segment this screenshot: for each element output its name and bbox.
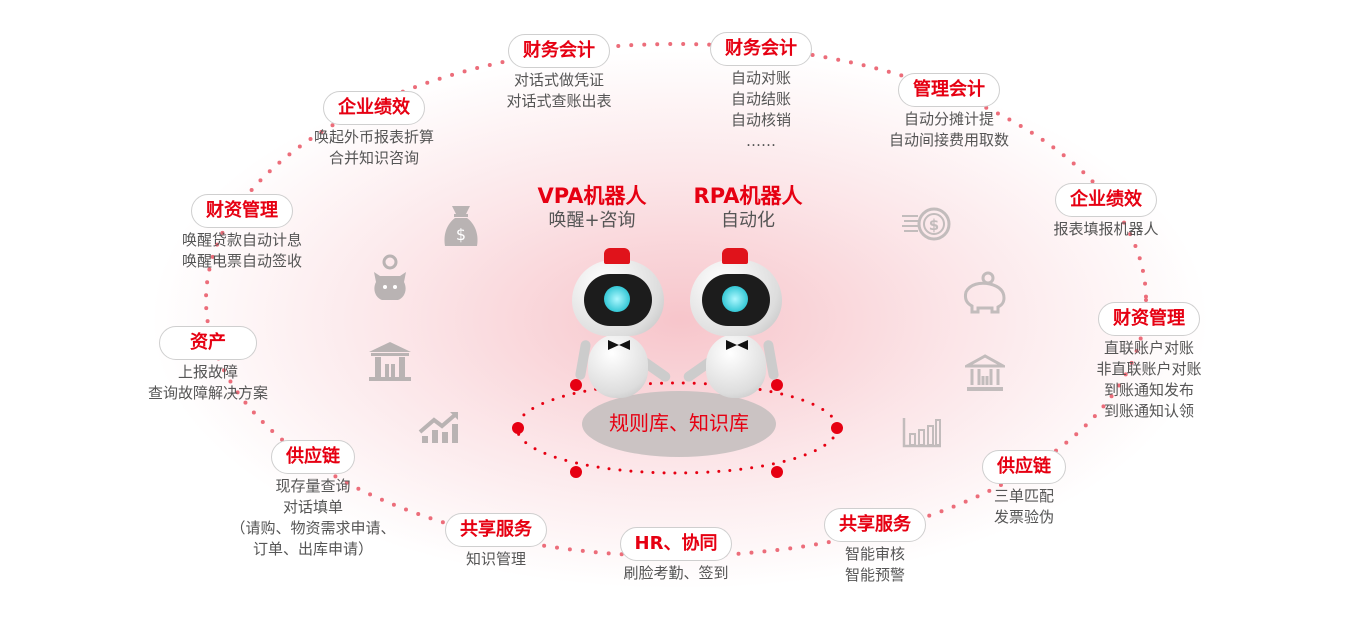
fast-money-icon: $ bbox=[902, 207, 951, 241]
node-desc-line: 对话填单 bbox=[282, 498, 343, 516]
rpa-title: RPA机器人 bbox=[693, 184, 803, 208]
category-pill[interactable]: 供应链 bbox=[982, 450, 1066, 484]
node-desc-line: 三单匹配 bbox=[993, 487, 1054, 505]
piggy-bank-outline-icon bbox=[964, 271, 1006, 314]
node-desc-line: 自动对账 bbox=[730, 69, 791, 87]
rpa-robot-image bbox=[681, 248, 786, 398]
vpa-robot-image bbox=[568, 248, 673, 398]
node-desc-line: 对话式做凭证 bbox=[513, 71, 604, 89]
piggy-bank-icon bbox=[374, 254, 406, 300]
node-desc-line: 合并知识咨询 bbox=[328, 149, 419, 167]
svg-text:$: $ bbox=[456, 225, 466, 244]
node-desc-line: 非直联账户对账 bbox=[1096, 360, 1202, 378]
category-pill[interactable]: 财资管理 bbox=[191, 194, 293, 228]
category-pill[interactable]: 资产 bbox=[159, 326, 257, 360]
category-pill[interactable]: 供应链 bbox=[271, 440, 355, 474]
rpa-robot-title: RPA机器人 自动化 bbox=[694, 183, 803, 233]
node-desc-line: 到账通知认领 bbox=[1103, 402, 1194, 420]
node-desc-line: 查询故障解决方案 bbox=[147, 384, 268, 402]
node-treasury-vpa: 财资管理 唤醒贷款自动计息唤醒电票自动签收 bbox=[112, 194, 372, 272]
node-treasury-rpa: 财资管理 直联账户对账非直联账户对账到账通知发布到账通知认领 bbox=[1019, 302, 1279, 422]
node-supply-chain-vpa: 供应链 现存量查询对话填单 （请购、物资需求申请、订单、出库申请） bbox=[183, 440, 443, 560]
svg-text:$: $ bbox=[929, 216, 939, 234]
category-pill[interactable]: 共享服务 bbox=[824, 508, 926, 542]
money-bag-icon: $ bbox=[444, 206, 478, 246]
node-shared-services-rpa: 共享服务 智能审核智能预警 bbox=[745, 508, 1005, 586]
node-desc-line: 到账通知发布 bbox=[1103, 381, 1194, 399]
vpa-title: VPA机器人 bbox=[537, 184, 647, 208]
category-pill[interactable]: 共享服务 bbox=[445, 513, 547, 547]
node-desc-line: 现存量查询 bbox=[275, 477, 351, 495]
vpa-robot-title: VPA机器人 唤醒+咨询 bbox=[538, 183, 647, 233]
node-shared-services-vpa: 共享服务 知识管理 bbox=[366, 513, 626, 570]
node-desc-line: 发票验伪 bbox=[993, 508, 1054, 526]
node-desc-line: 自动核销 bbox=[730, 111, 791, 129]
bank-outline-icon bbox=[965, 354, 1005, 391]
category-pill[interactable]: HR、协同 bbox=[619, 527, 733, 561]
node-finance-accounting-rpa: 财务会计 自动对账自动结账自动核销 …… bbox=[631, 32, 891, 152]
node-enterprise-performance-vpa: 企业绩效 唤起外币报表折算合并知识咨询 bbox=[244, 91, 504, 169]
node-finance-accounting-vpa: 财务会计 对话式做凭证对话式查账出表 bbox=[429, 34, 689, 112]
node-desc-line: 知识管理 bbox=[465, 550, 526, 568]
node-desc-line: （请购、物资需求申请、 bbox=[230, 519, 396, 537]
bar-chart-icon bbox=[902, 418, 941, 448]
category-pill[interactable]: 企业绩效 bbox=[1055, 183, 1157, 217]
bank-icon bbox=[369, 342, 411, 381]
node-desc-line: 智能审核 bbox=[844, 545, 905, 563]
background-glow bbox=[130, 40, 1230, 600]
knowledge-base-label: 规则库、知识库 bbox=[609, 411, 749, 435]
growth-chart-icon bbox=[418, 412, 458, 443]
node-desc-line: 唤起外币报表折算 bbox=[313, 128, 434, 146]
node-desc-line: 自动分摊计提 bbox=[903, 110, 994, 128]
node-desc-line: 直联账户对账 bbox=[1103, 339, 1194, 357]
category-pill[interactable]: 财务会计 bbox=[710, 32, 812, 66]
node-hr-collaboration: HR、协同 刷脸考勤、签到 bbox=[546, 527, 806, 584]
node-enterprise-performance-rpa: 企业绩效 报表填报机器人 bbox=[976, 183, 1236, 240]
category-pill[interactable]: 管理会计 bbox=[898, 73, 1000, 107]
rpa-subtitle: 自动化 bbox=[720, 210, 775, 231]
node-management-accounting: 管理会计 自动分摊计提自动间接费用取数 bbox=[819, 73, 1079, 151]
outer-dotted-ring bbox=[204, 42, 1148, 558]
node-supply-chain-rpa: 供应链 三单匹配发票验伪 bbox=[894, 450, 1154, 528]
node-desc-line: 对话式查账出表 bbox=[506, 92, 612, 110]
node-desc-line: …… bbox=[746, 132, 776, 150]
node-assets: 资产 上报故障查询故障解决方案 bbox=[78, 326, 338, 404]
vpa-subtitle: 唤醒+咨询 bbox=[548, 210, 636, 231]
node-desc-line: 订单、出库申请） bbox=[252, 540, 373, 558]
node-desc-line: 唤醒贷款自动计息 bbox=[181, 231, 302, 249]
node-desc-line: 刷脸考勤、签到 bbox=[623, 564, 729, 582]
node-desc-line: 智能预警 bbox=[844, 566, 905, 584]
category-pill[interactable]: 财务会计 bbox=[508, 34, 610, 68]
category-pill[interactable]: 财资管理 bbox=[1098, 302, 1200, 336]
node-desc-line: 自动结账 bbox=[730, 90, 791, 108]
node-desc-line: 上报故障 bbox=[177, 363, 238, 381]
category-pill[interactable]: 企业绩效 bbox=[323, 91, 425, 125]
node-desc-line: 自动间接费用取数 bbox=[888, 131, 1009, 149]
node-desc-line: 报表填报机器人 bbox=[1053, 220, 1159, 238]
node-desc-line: 唤醒电票自动签收 bbox=[181, 252, 302, 270]
inner-ring-nodes bbox=[512, 379, 843, 478]
knowledge-base-platform bbox=[582, 391, 776, 457]
